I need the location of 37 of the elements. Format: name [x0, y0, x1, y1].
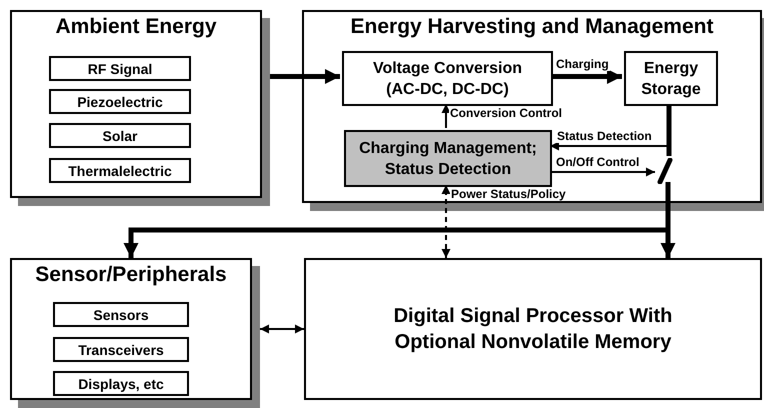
item-box: [49, 158, 191, 183]
box-label: Energy Storage: [640, 58, 702, 100]
process-box: [342, 51, 553, 106]
box-label: Digital Signal Processor With Optional Nonvolatile Memory: [392, 304, 674, 355]
arrow: [260, 324, 304, 334]
arrow: [442, 104, 450, 128]
box-label: Transceivers: [78, 342, 164, 358]
group-heading: Energy Harvesting and Management: [350, 15, 714, 39]
item-box: [53, 371, 189, 396]
arrow: [270, 69, 340, 84]
control-box: [344, 130, 552, 187]
item-box: [49, 123, 191, 148]
box-label: Solar: [102, 128, 138, 144]
item-box: [53, 337, 189, 362]
edge-label: Conversion Control: [449, 106, 564, 120]
box-label: Voltage Conversion (AC-DC, DC-DC): [372, 58, 524, 100]
edge-label: Status Detection: [556, 129, 653, 143]
box-label: Sensors: [93, 306, 149, 322]
item-box: [49, 89, 191, 114]
arrow: [550, 168, 655, 176]
arrow: [551, 69, 622, 84]
box-label: Displays, etc: [78, 376, 164, 392]
process-box: [624, 51, 718, 106]
arrow: [442, 185, 450, 258]
item-box: [49, 56, 191, 81]
group-heading: Sensor/Peripherals: [34, 263, 228, 287]
box-label: Thermalelectric: [68, 162, 172, 178]
switch-symbol: [656, 158, 674, 184]
item-box: [53, 302, 189, 327]
processor-box: [304, 258, 762, 400]
edge-label: Power Status/Policy: [450, 187, 567, 201]
box-label: Piezoelectric: [77, 94, 163, 110]
box-label: Charging Management; Status Detection: [358, 138, 538, 180]
edge-label: On/Off Control: [555, 155, 640, 169]
box-label: RF Signal: [88, 60, 152, 76]
edge-label: Charging: [555, 57, 610, 71]
group-heading: Ambient Energy: [54, 15, 218, 39]
